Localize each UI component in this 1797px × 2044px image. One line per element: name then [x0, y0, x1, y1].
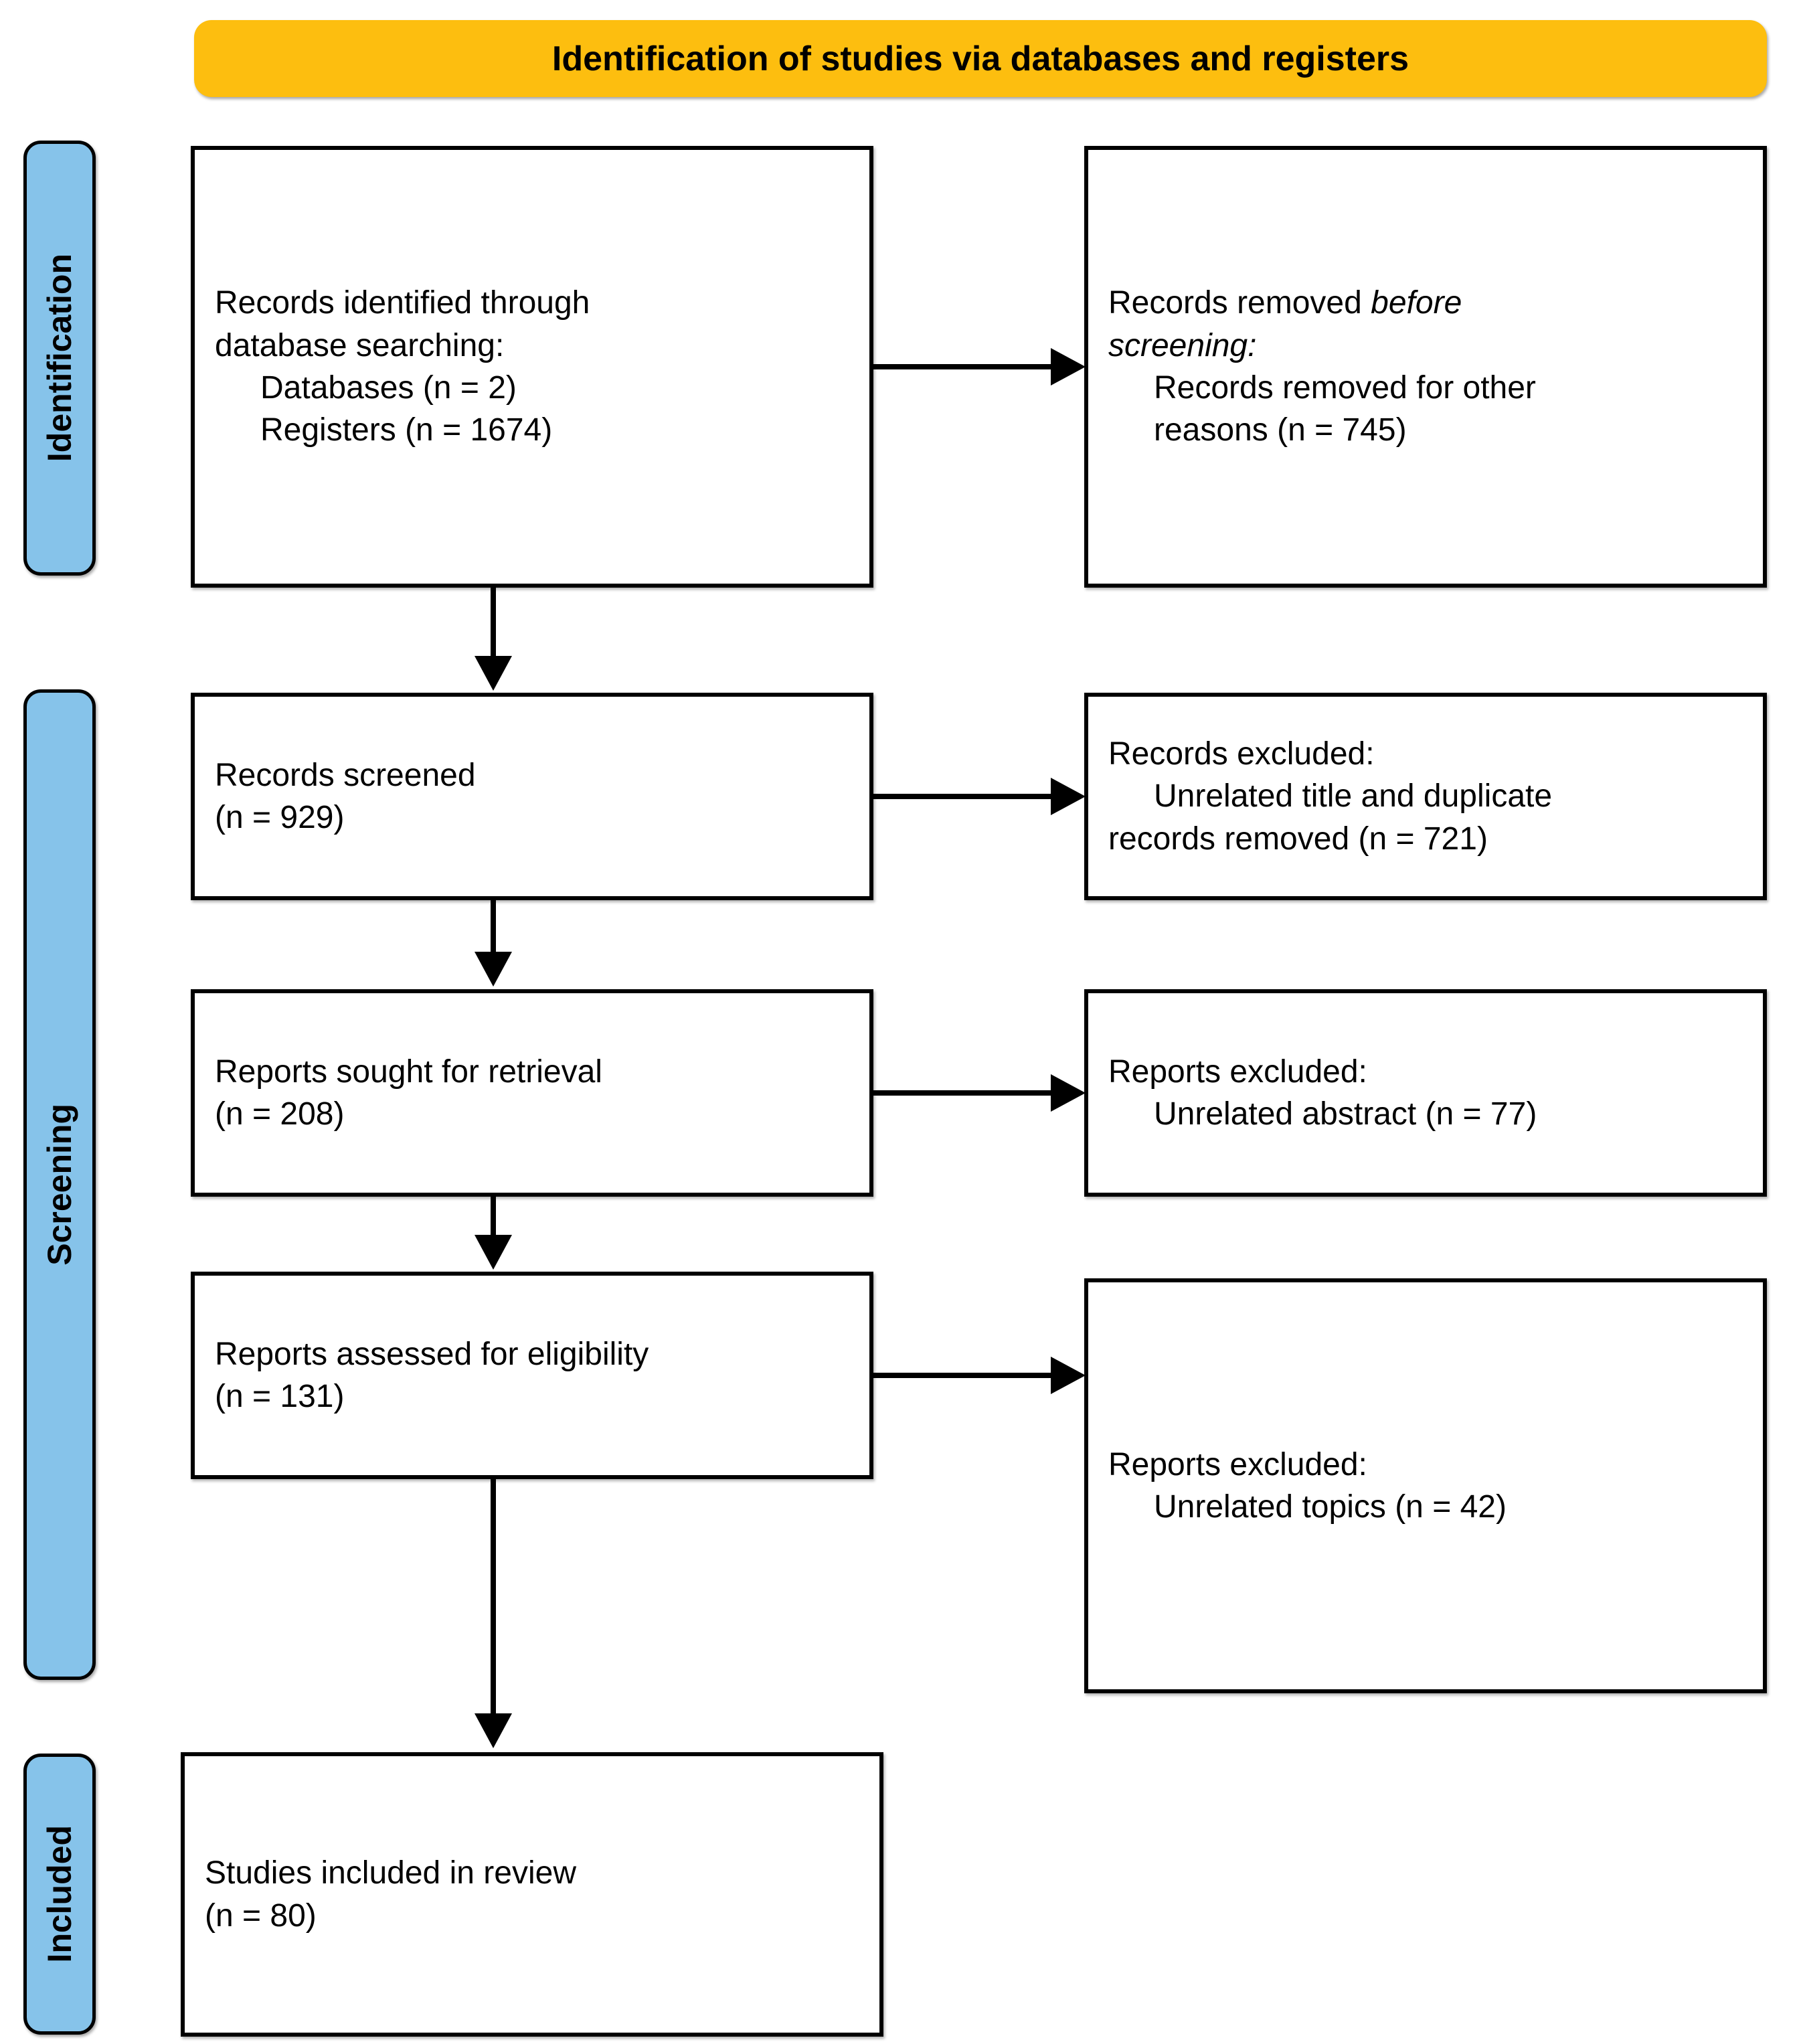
connector-assessed-to-included-arrowhead-icon — [475, 1713, 512, 1748]
records-removed-line1-italic: before — [1371, 285, 1462, 321]
records-identified-databases: Databases (n = 2) — [260, 370, 517, 406]
box-records-screened-text: Records screened (n = 929) — [195, 754, 869, 839]
records-identified-line1: Records identified through — [215, 285, 590, 321]
box-reports-excluded-topics-text: Reports excluded: Unrelated topics (n = … — [1088, 1444, 1763, 1529]
records-removed-line3: Records removed for other — [1154, 370, 1536, 406]
connector-screened-to-sought-arrowhead-icon — [475, 952, 512, 987]
box-studies-included-text: Studies included in review (n = 80) — [185, 1852, 879, 1937]
records-excluded-line3: records removed (n = 721) — [1108, 821, 1488, 857]
connector-identified-to-screened-arrowhead-icon — [475, 656, 512, 691]
records-screened-line1: Records screened — [215, 757, 476, 793]
reports-excluded-abstract-line2: Unrelated abstract (n = 77) — [1154, 1096, 1537, 1132]
records-removed-line4: reasons (n = 745) — [1154, 412, 1407, 448]
reports-assessed-count: (n = 131) — [215, 1379, 345, 1414]
box-reports-excluded-abstract: Reports excluded: Unrelated abstract (n … — [1084, 989, 1767, 1197]
connector-sought-to-assessed-arrowhead-icon — [475, 1235, 512, 1270]
records-identified-registers: Registers (n = 1674) — [260, 412, 553, 448]
reports-sought-count: (n = 208) — [215, 1096, 345, 1132]
box-reports-assessed: Reports assessed for eligibility (n = 13… — [191, 1272, 873, 1479]
reports-sought-line1: Reports sought for retrieval — [215, 1053, 602, 1090]
connector-assessed-to-excluded-arrowhead-icon — [1051, 1357, 1086, 1394]
stage-label-identification: Identification — [23, 141, 96, 576]
box-records-screened: Records screened (n = 929) — [191, 693, 873, 900]
box-reports-sought-text: Reports sought for retrieval (n = 208) — [195, 1051, 869, 1136]
stage-label-included: Included — [23, 1754, 96, 2035]
box-reports-assessed-text: Reports assessed for eligibility (n = 13… — [195, 1333, 869, 1418]
stage-screening-text: Screening — [41, 1104, 78, 1266]
connector-screened-to-excluded-line — [873, 794, 1053, 799]
studies-included-line1: Studies included in review — [205, 1855, 576, 1891]
box-records-identified: Records identified through database sear… — [191, 146, 873, 588]
records-identified-line2: database searching: — [215, 327, 505, 363]
box-studies-included: Studies included in review (n = 80) — [181, 1752, 883, 2037]
connector-identified-to-screened-line — [491, 588, 496, 658]
connector-identified-to-removed-arrowhead-icon — [1051, 348, 1086, 386]
diagram-title: Identification of studies via databases … — [551, 39, 1409, 78]
box-records-removed-text: Records removed before screening: Record… — [1088, 282, 1763, 451]
box-records-excluded-text: Records excluded: Unrelated title and du… — [1088, 733, 1763, 860]
stage-label-screening: Screening — [23, 689, 96, 1680]
records-excluded-line2: Unrelated title and duplicate — [1154, 778, 1553, 815]
connector-sought-to-assessed-line — [491, 1197, 496, 1236]
reports-excluded-abstract-line1: Reports excluded: — [1108, 1053, 1367, 1090]
connector-screened-to-sought-line — [491, 900, 496, 954]
connector-assessed-to-included-line — [491, 1479, 496, 1715]
connector-sought-to-excluded-arrowhead-icon — [1051, 1074, 1086, 1112]
box-records-identified-text: Records identified through database sear… — [195, 282, 869, 451]
box-reports-excluded-topics: Reports excluded: Unrelated topics (n = … — [1084, 1278, 1767, 1693]
records-removed-line1-plain: Records removed — [1108, 285, 1371, 321]
records-removed-line2-italic: screening: — [1108, 327, 1257, 363]
reports-excluded-topics-line1: Reports excluded: — [1108, 1446, 1367, 1482]
box-records-removed-before-screening: Records removed before screening: Record… — [1084, 146, 1767, 588]
box-reports-excluded-abstract-text: Reports excluded: Unrelated abstract (n … — [1088, 1051, 1763, 1136]
connector-screened-to-excluded-arrowhead-icon — [1051, 778, 1086, 815]
records-screened-count: (n = 929) — [215, 800, 345, 835]
reports-excluded-topics-line2: Unrelated topics (n = 42) — [1154, 1489, 1507, 1525]
connector-assessed-to-excluded-line — [873, 1373, 1053, 1378]
stage-identification-text: Identification — [41, 254, 78, 462]
connector-sought-to-excluded-line — [873, 1090, 1053, 1096]
stage-included-text: Included — [41, 1825, 78, 1963]
diagram-title-banner: Identification of studies via databases … — [194, 20, 1767, 97]
studies-included-count: (n = 80) — [205, 1897, 317, 1934]
box-records-excluded: Records excluded: Unrelated title and du… — [1084, 693, 1767, 900]
reports-assessed-line1: Reports assessed for eligibility — [215, 1336, 649, 1372]
box-reports-sought: Reports sought for retrieval (n = 208) — [191, 989, 873, 1197]
records-excluded-line1: Records excluded: — [1108, 736, 1375, 772]
connector-identified-to-removed-line — [873, 364, 1053, 369]
